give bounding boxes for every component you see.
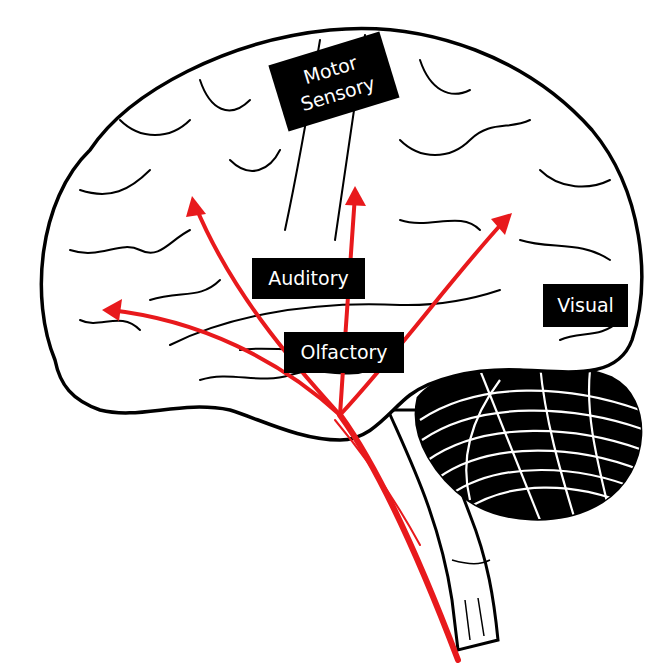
region-name: Olfactory	[300, 340, 387, 365]
region-label: Auditory	[252, 258, 365, 299]
cerebellum	[416, 364, 641, 519]
region-name: Auditory	[268, 266, 349, 291]
region-label: Visual	[543, 284, 628, 327]
region-label: Olfactory	[284, 332, 404, 373]
cerebellum-folds	[420, 365, 648, 520]
cerebrum-outline	[41, 28, 641, 440]
pathway-arrowheads	[102, 186, 512, 321]
region-name: Visual	[557, 293, 614, 318]
neural-pathways	[110, 195, 505, 660]
region-name: Motor Sensory	[283, 45, 385, 119]
brainstem-lines	[452, 560, 490, 640]
region-label: Motor Sensory	[268, 32, 399, 132]
